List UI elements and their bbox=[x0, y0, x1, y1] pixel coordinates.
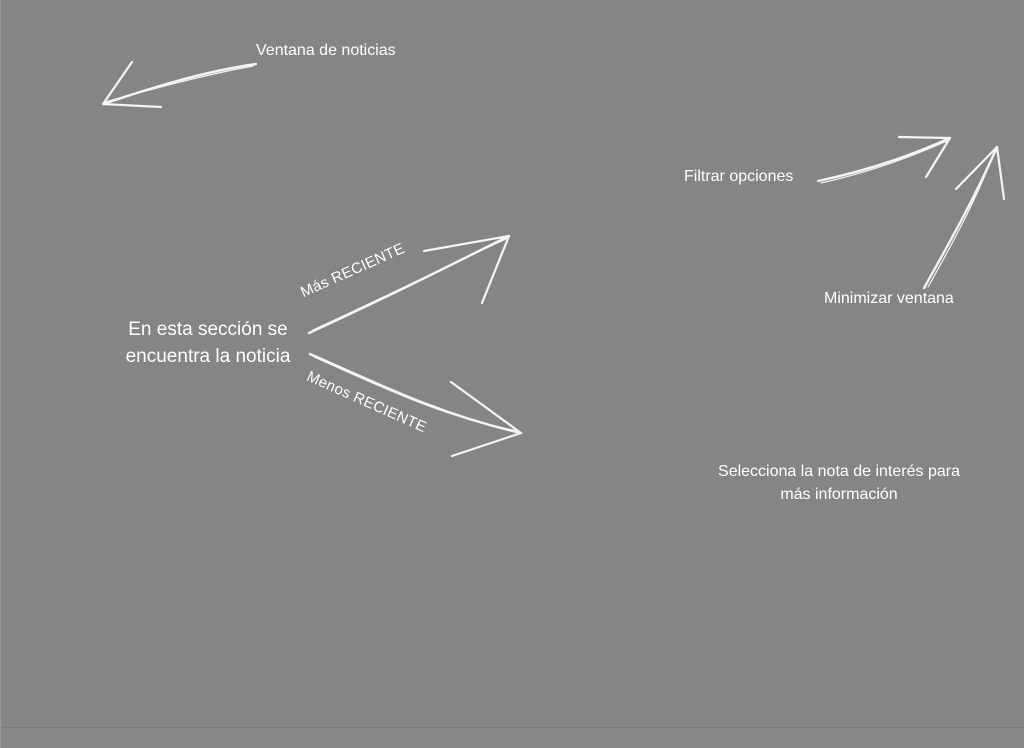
arrow-news-window bbox=[101, 60, 258, 109]
minimize-window-label: Minimizar ventana bbox=[824, 290, 954, 307]
news-section-label: En esta sección se encuentra la noticia bbox=[113, 316, 303, 370]
select-note-line2: más información bbox=[780, 486, 898, 503]
bottom-bar bbox=[1, 727, 1024, 748]
arrow-least-recent bbox=[308, 352, 523, 458]
arrow-filter bbox=[816, 135, 952, 184]
select-note-label: Selecciona la nota de interés para más i… bbox=[701, 460, 977, 506]
select-note-line1: Selecciona la nota de interés para bbox=[718, 463, 960, 480]
arrow-minimize bbox=[922, 145, 1006, 290]
news-window-label: Ventana de noticias bbox=[256, 42, 396, 59]
arrow-most-recent bbox=[307, 234, 511, 335]
news-section-label-line1: En esta sección se bbox=[128, 319, 288, 340]
news-section-label-line2: encuentra la noticia bbox=[125, 346, 291, 367]
filter-options-label: Filtrar opciones bbox=[684, 168, 794, 185]
